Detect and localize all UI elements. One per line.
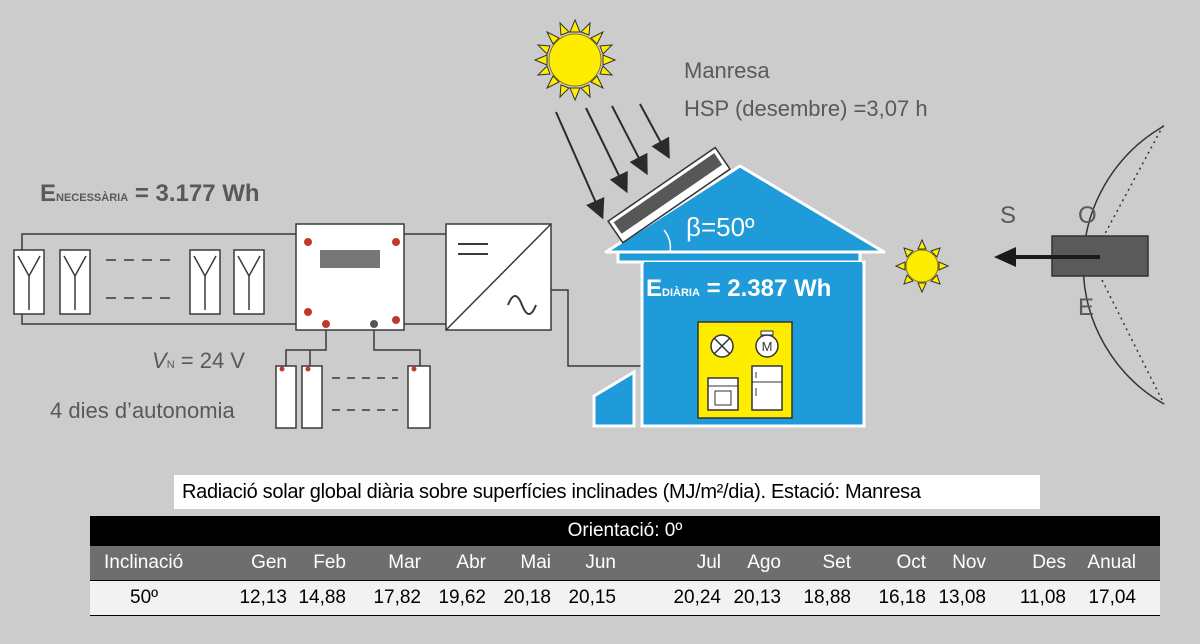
table-cell: 20,13 [733,587,781,608]
table-orientation-header: Orientació: 0º [90,516,1160,546]
table-cell: 20,15 [568,587,616,608]
table-cell: 14,88 [298,587,346,608]
table-cell: 16,18 [878,587,926,608]
table-row: 50º 12,13 14,88 17,82 19,62 20,18 20,15 20,24 20… [90,580,1160,616]
charge-controller [295,223,405,331]
table-cell: 13,08 [938,587,986,608]
energy-needed-subscript: NECESSÀRIA [56,192,129,204]
solar-modules [13,249,265,315]
light-bulb-icon [710,334,734,358]
column-header: Jun [585,552,616,573]
refrigerator-icon [751,365,783,411]
energy-daily-symbol: E [646,275,663,302]
hsp-label: HSP (desembre) =3,07 h [684,96,928,121]
energy-needed-label: ENECESSÀRIA = 3.177 Wh [40,180,260,208]
column-header: Oct [896,552,926,573]
column-header: Des [1032,552,1066,573]
compass-west-label: O [1078,202,1097,229]
column-header: Nov [952,552,986,573]
column-header: Mar [388,552,421,573]
column-header: Feb [313,552,346,573]
table-cell: 20,18 [503,587,551,608]
compass-south-label: S [1000,202,1017,229]
voltage-symbol: V [152,348,167,373]
energy-needed-symbol: E [40,180,57,207]
tilt-angle-arc [663,229,672,253]
column-header: Anual [1087,552,1136,573]
energy-daily-label: EDIÀRIA = 2.387 Wh [646,275,831,303]
table-cell: 12,13 [239,587,287,608]
batteries [275,365,431,429]
column-header: Mai [520,552,551,573]
svg-text:M: M [762,339,773,354]
voltage-value: = 24 V [180,348,245,373]
sun-rays [555,103,670,220]
sun-icon [533,18,617,102]
horizon-sun-icon [894,238,950,294]
radiation-table: Orientació: 0º Inclinació Gen Feb Mar Abr Mai… [90,516,1160,616]
voltage-subscript: N [166,359,175,371]
table-cell: 17,82 [373,587,421,608]
inverter [445,223,552,331]
panel-wires [21,233,705,367]
table-cell: 18,88 [803,587,851,608]
solar-module [59,249,91,315]
energy-daily-value: = 2.387 Wh [706,275,832,302]
sun-path-diagram [994,123,1165,405]
energy-needed-value: = 3.177 Wh [134,180,260,207]
energy-daily-subscript: DIÀRIA [662,287,700,299]
location-label: Manresa [684,58,770,83]
table-header-row: Inclinació Gen Feb Mar Abr Mai Jun Jul Ago Set Oct… [90,546,1160,580]
tilt-angle-label: β=50º [686,212,755,242]
column-header: Abr [456,552,486,573]
column-header: Inclinació [104,552,184,573]
column-header: Set [822,552,851,573]
roof-solar-panel [607,146,732,244]
table-cell: 19,62 [438,587,486,608]
column-header: Gen [251,552,287,573]
table-cell: 17,04 [1088,587,1136,608]
appliances-panel: M [697,321,793,419]
autonomy-label: 4 dies d’autonomia [50,398,235,423]
solar-module [189,249,221,315]
table-cell: 50º [130,587,159,608]
solar-module [233,249,265,315]
solar-installation-diagram: M [13,18,1165,429]
solar-module [13,249,45,315]
table-title: Radiació solar global diària sobre super… [174,475,1040,509]
washing-machine-icon [707,377,739,411]
compass-east-label: E [1078,294,1095,321]
column-header: Jul [696,552,721,573]
voltage-label: VN = 24 V [152,348,245,374]
table-cell: 11,08 [1019,587,1066,608]
motor-icon: M [755,330,779,358]
table-cell: 20,24 [673,587,721,608]
column-header: Ago [747,552,781,573]
